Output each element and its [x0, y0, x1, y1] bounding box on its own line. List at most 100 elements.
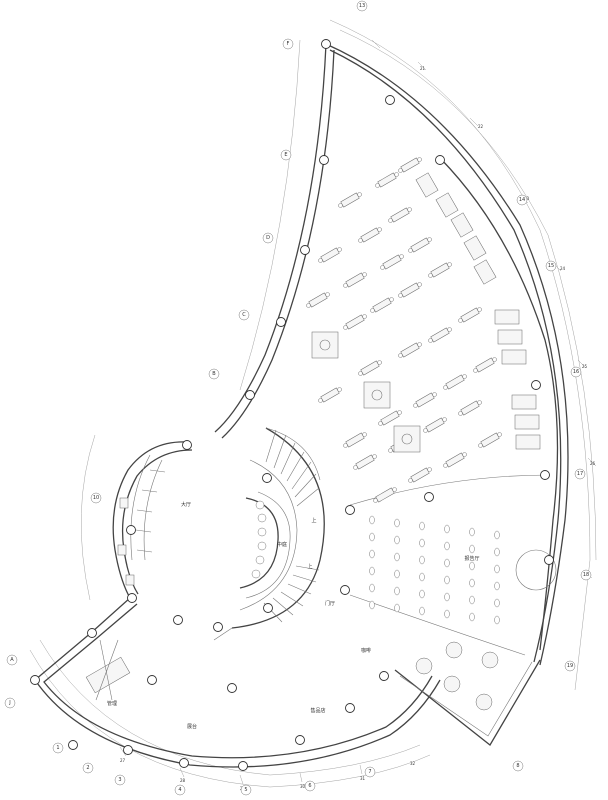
column	[379, 671, 389, 681]
lecture-seat	[419, 555, 425, 565]
seat-group	[408, 467, 432, 483]
axis-bubble: 5	[240, 784, 252, 796]
lecture-seat	[469, 578, 475, 588]
axis-bubble: 14	[516, 194, 528, 206]
axis-bubble: 1	[52, 742, 64, 754]
seat-group	[343, 432, 367, 448]
seat-group	[478, 432, 502, 448]
axis-bubble: 18	[580, 569, 592, 581]
column	[238, 761, 248, 771]
seat-group	[423, 417, 447, 433]
column	[30, 675, 40, 685]
seat-group	[413, 392, 437, 408]
column	[123, 745, 133, 755]
seat-group	[473, 357, 497, 373]
seat-group	[353, 454, 377, 470]
seat-group	[443, 374, 467, 390]
seat-group	[458, 307, 482, 323]
seat-group	[388, 207, 412, 223]
display-cases	[415, 172, 541, 450]
svg-text:13: 13	[359, 3, 365, 9]
svg-text:F: F	[287, 41, 290, 47]
axis-bubble: 3	[114, 774, 126, 786]
lecture-seat	[469, 561, 475, 571]
column	[68, 740, 78, 750]
lecture-seat	[419, 589, 425, 599]
dim-label: 30	[300, 784, 306, 789]
seat-group	[398, 157, 422, 173]
column	[173, 615, 183, 625]
svg-text:19: 19	[567, 663, 573, 669]
seat-group	[370, 297, 394, 313]
svg-text:1: 1	[56, 745, 59, 751]
dim-label: 21	[420, 66, 426, 71]
seat-group	[398, 282, 422, 298]
column	[544, 555, 554, 565]
seat-group	[358, 360, 382, 376]
axis-bubble: D	[262, 232, 274, 244]
dim-label: 26	[590, 461, 596, 466]
column	[227, 683, 237, 693]
svg-text:D: D	[266, 235, 270, 241]
lecture-seat	[494, 598, 500, 608]
lecture-seat	[394, 518, 400, 528]
lecture-seat	[369, 549, 375, 559]
room-label-cafe: 咖啡	[361, 647, 371, 654]
dim-label: 22	[478, 124, 484, 129]
svg-text:15: 15	[548, 263, 554, 269]
lecture-seat	[419, 606, 425, 616]
lecture-seat	[494, 615, 500, 625]
room-label-center: 中庭	[277, 541, 287, 548]
column	[87, 628, 97, 638]
seat-group	[443, 452, 467, 468]
svg-text:4: 4	[178, 787, 181, 793]
svg-text:B: B	[212, 371, 216, 377]
column	[424, 492, 434, 502]
atrium-seating	[251, 500, 267, 579]
lecture-seat	[369, 583, 375, 593]
column	[345, 703, 355, 713]
lecture-seat	[444, 541, 450, 551]
columns	[30, 39, 554, 771]
column	[340, 585, 350, 595]
feature-circle	[515, 549, 557, 591]
seat-group	[428, 327, 452, 343]
axis-bubble: 7	[364, 766, 376, 778]
seat-group	[408, 237, 432, 253]
axis-bubble: F	[282, 38, 294, 50]
svg-text:18: 18	[583, 572, 589, 578]
svg-text:J: J	[8, 700, 10, 706]
room-label-stage: 展台	[187, 723, 197, 730]
axis-bubble: A	[6, 654, 18, 666]
column	[319, 155, 329, 165]
svg-text:3: 3	[118, 777, 121, 783]
room-label-stair-2: 上	[307, 563, 312, 570]
seat-group	[398, 342, 422, 358]
dim-label: 24	[560, 266, 566, 271]
column	[179, 758, 189, 768]
seat-group	[358, 227, 382, 243]
axis-bubble: 4	[174, 784, 186, 796]
seat-group	[378, 410, 402, 426]
lecture-seat	[444, 592, 450, 602]
dim-label: 25	[582, 364, 588, 369]
column	[435, 155, 445, 165]
seat-group	[428, 262, 452, 278]
column	[127, 593, 137, 603]
seat-group	[458, 400, 482, 416]
column	[276, 317, 286, 327]
column	[182, 440, 192, 450]
room-label-hall: 大厅	[181, 501, 191, 508]
axis-bubbles: F E D C B A J 1 2 3 4 5 6 7 8 13 14 15 1…	[4, 0, 592, 796]
column	[295, 735, 305, 745]
dim-label: 32	[410, 761, 416, 766]
svg-text:14: 14	[519, 197, 525, 203]
lecture-seat	[494, 530, 500, 540]
column	[245, 390, 255, 400]
axis-bubble: 19	[564, 660, 576, 672]
column	[126, 525, 136, 535]
lecture-seat	[444, 609, 450, 619]
seat-group	[343, 272, 367, 288]
svg-text:A: A	[10, 657, 14, 663]
